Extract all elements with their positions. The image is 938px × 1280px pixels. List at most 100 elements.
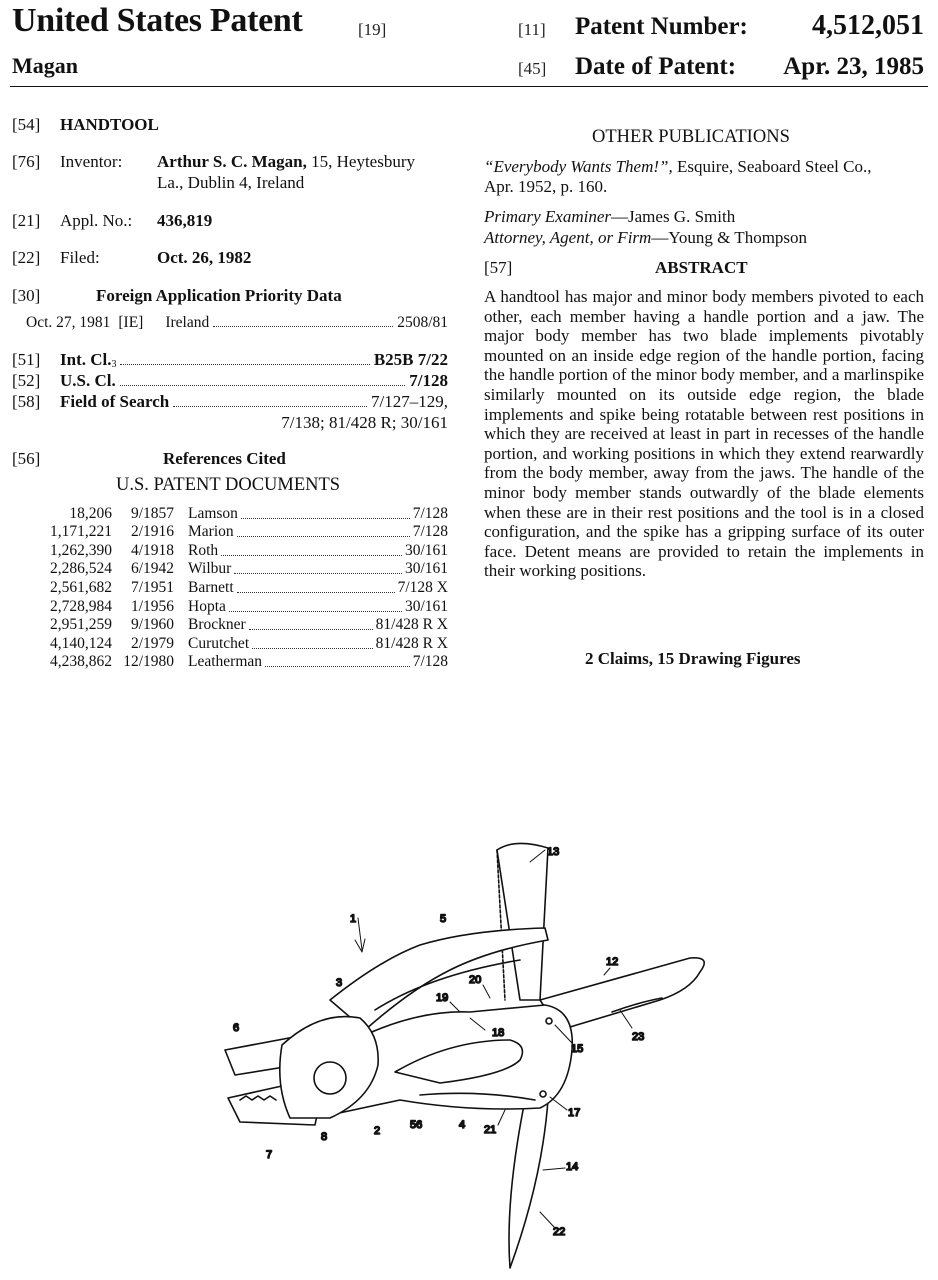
label-2: 2 — [374, 1125, 380, 1137]
inventor-label: Inventor: — [60, 152, 123, 171]
reference-date: 1/1956 — [130, 597, 174, 615]
patent-number: 4,512,051 — [812, 10, 924, 41]
priority-heading: Foreign Application Priority Data — [96, 286, 342, 305]
reference-number: 2,728,984 — [50, 597, 112, 615]
reference-date: 2/1979 — [130, 634, 174, 652]
priority-field-code: [30] — [12, 286, 41, 305]
intcl-field-code: [51] — [12, 350, 41, 369]
reference-number: 2,286,524 — [50, 560, 112, 578]
leader-dots — [240, 517, 410, 519]
publication-line2: Apr. 1952, p. 160. — [484, 177, 608, 196]
label-19: 19 — [436, 992, 448, 1004]
uscl-field-code: [52] — [12, 371, 41, 390]
reference-class: 7/128 — [412, 523, 448, 541]
reference-number: 4,140,124 — [50, 634, 112, 652]
attorney-label: Attorney, Agent, or Firm — [484, 228, 652, 247]
invention-title: HANDTOOL — [60, 115, 159, 134]
reference-class: 81/428 R X — [375, 616, 448, 634]
detent-15 — [545, 1017, 553, 1025]
priority-country-code: [IE] — [118, 314, 144, 331]
label-20: 20 — [469, 974, 481, 986]
leader-dots — [228, 610, 402, 612]
reference-name: Barnett — [188, 578, 234, 596]
jaws — [224, 1015, 379, 1126]
appl-label: Appl. No.: — [60, 211, 133, 230]
intcl-superscript: 3 — [111, 359, 117, 370]
blade-12 — [539, 956, 706, 1031]
attorney-line: Attorney, Agent, or Firm—Young & Thompso… — [484, 228, 807, 248]
reference-class: 30/161 — [404, 597, 448, 615]
reference-class: 7/128 — [412, 504, 448, 522]
primary-examiner-line: Primary Examiner—James G. Smith — [484, 207, 735, 227]
reference-date: 7/1951 — [130, 578, 174, 596]
references-field-code: [56] — [12, 449, 41, 468]
reference-date: 4/1918 — [130, 541, 174, 559]
search-row: Field of Search 7/127–129, — [60, 392, 448, 412]
reference-name: Hopta — [188, 597, 226, 615]
abstract-field-code: [57] — [484, 258, 513, 277]
label-5: 5 — [440, 913, 446, 925]
leader-dots — [236, 591, 395, 593]
reference-row: 2,728,984 1/1956 Hopta 30/161 — [22, 597, 448, 616]
claims-line: 2 Claims, 15 Drawing Figures — [585, 649, 801, 668]
reference-class: 30/161 — [404, 560, 448, 578]
handle-body — [329, 1004, 574, 1116]
blade-13 — [496, 842, 549, 1001]
reference-date: 6/1942 — [130, 560, 174, 578]
label-12: 12 — [606, 956, 618, 968]
uscl-label: U.S. Cl. — [60, 371, 116, 390]
leader-dots — [236, 535, 410, 538]
reference-number: 18,206 — [69, 504, 112, 522]
header-rule — [10, 86, 928, 87]
label-56: 56 — [410, 1119, 422, 1131]
reference-class: 30/161 — [404, 541, 448, 559]
inventor-address1: 15, Heytesbury — [311, 152, 415, 171]
primary-examiner-label: Primary Examiner — [484, 207, 612, 226]
uscl-value: 7/128 — [409, 371, 448, 390]
inventor-name: Arthur S. C. Magan, — [157, 152, 307, 171]
primary-examiner: —James G. Smith — [611, 207, 736, 226]
label-21: 21 — [484, 1124, 496, 1136]
leader-dots — [221, 554, 402, 556]
reference-date: 12/1980 — [123, 653, 174, 671]
appl-number: 436,819 — [157, 211, 213, 230]
title-field-code: [54] — [12, 115, 41, 134]
reference-name: Leatherman — [188, 653, 263, 671]
label-1: 1 — [350, 913, 356, 925]
publication-title: “Everybody Wants Them!”, — [484, 157, 673, 176]
inventor-surname: Magan — [12, 53, 78, 78]
label-3: 3 — [336, 977, 342, 989]
search-field-code: [58] — [12, 392, 41, 411]
reference-date: 9/1960 — [130, 616, 174, 634]
reference-number: 2,561,682 — [50, 578, 112, 596]
leader-dots — [252, 647, 373, 649]
leader-dots — [120, 363, 370, 365]
leader-dots — [173, 405, 368, 407]
priority-number: 2508/81 — [397, 314, 448, 331]
leader-dots — [213, 325, 394, 327]
reference-class: 7/128 X — [397, 578, 448, 596]
reference-class: 7/128 — [412, 653, 448, 671]
patent-title: United States Patent — [12, 2, 303, 39]
reference-number: 1,262,390 — [50, 541, 112, 559]
reference-number: 4,238,862 — [50, 653, 112, 671]
pivot-8 — [313, 1061, 347, 1095]
leader-dots — [234, 572, 402, 575]
search-value2: 7/138; 81/428 R; 30/161 — [281, 413, 448, 432]
intcl-label: Int. Cl. — [60, 350, 112, 369]
reference-date: 2/1916 — [130, 523, 174, 541]
inventor-field-code: [76] — [12, 152, 41, 171]
reference-name: Brockner — [188, 616, 246, 634]
inventor-name-line: Arthur S. C. Magan, 15, Heytesbury — [157, 152, 415, 172]
label-8: 8 — [321, 1131, 327, 1143]
reference-name: Curutchet — [188, 634, 250, 652]
priority-row: Oct. 27, 1981 [IE] Ireland 2508/81 — [26, 314, 448, 332]
appl-field-code: [21] — [12, 211, 41, 230]
label-23: 23 — [632, 1031, 644, 1043]
label-22: 22 — [553, 1226, 565, 1238]
